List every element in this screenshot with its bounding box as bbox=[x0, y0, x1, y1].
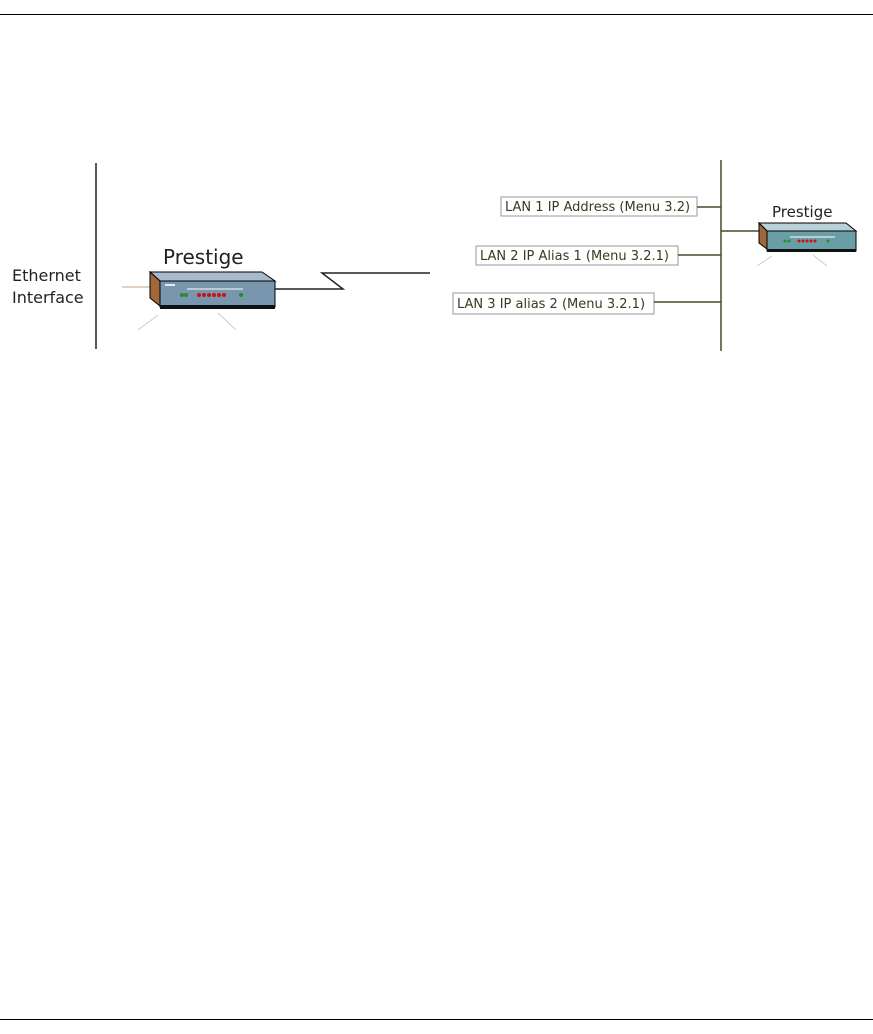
bottom-rule bbox=[0, 1019, 873, 1020]
lan-3-label: LAN 3 IP alias 2 (Menu 3.2.1) bbox=[457, 297, 645, 312]
interface-label-line2: Interface bbox=[12, 288, 84, 307]
right-router-label: Prestige bbox=[772, 203, 832, 221]
left-router bbox=[122, 270, 277, 331]
lan-2-label: LAN 2 IP Alias 1 (Menu 3.2.1) bbox=[480, 249, 669, 264]
left-router-label: Prestige bbox=[163, 245, 244, 269]
interface-label-line1: Ethernet bbox=[12, 266, 81, 285]
lan-3-box bbox=[452, 292, 655, 315]
lan-1-label: LAN 1 IP Address (Menu 3.2) bbox=[505, 200, 690, 215]
wan-link bbox=[275, 272, 430, 290]
top-rule bbox=[0, 14, 873, 15]
right-router bbox=[756, 221, 858, 267]
